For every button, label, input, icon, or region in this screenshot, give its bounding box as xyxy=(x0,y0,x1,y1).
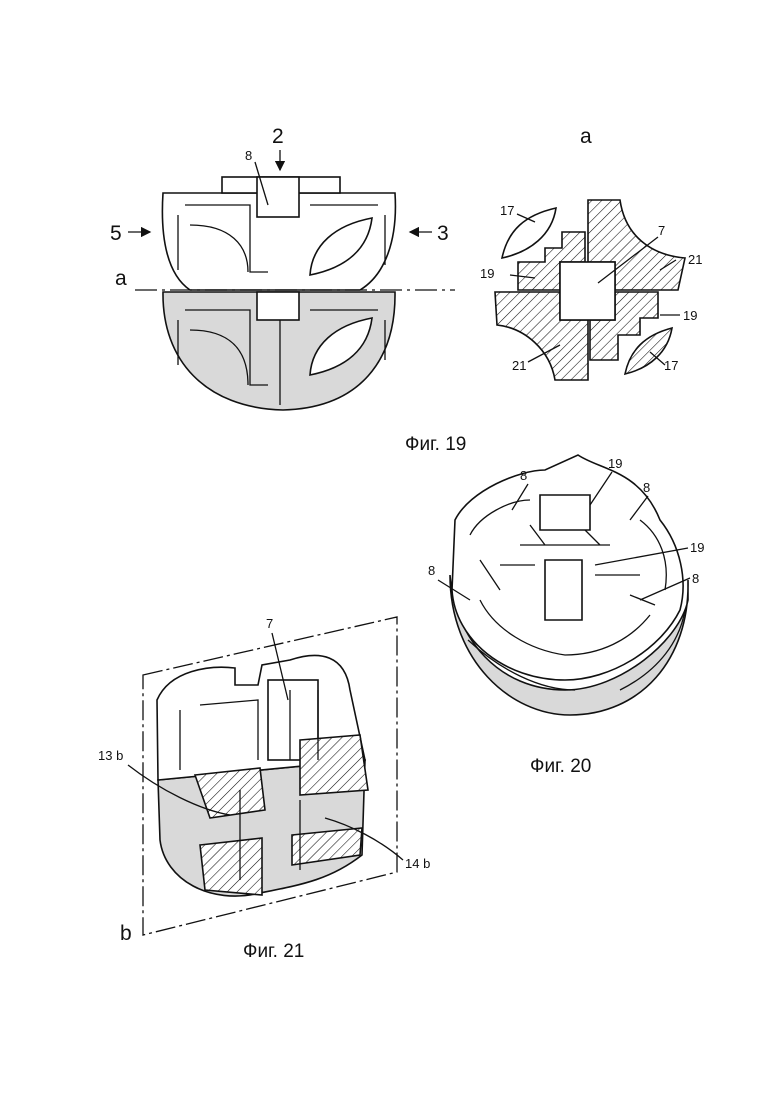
fig19-caption: Фиг. 19 xyxy=(405,434,466,455)
fig19-key-slot-top xyxy=(257,177,299,217)
fig19-side-view xyxy=(128,150,455,410)
fig20-ref-8-bottom-right: 8 xyxy=(692,571,699,586)
section-a-top-label: a xyxy=(580,125,592,148)
ref-21-right: 21 xyxy=(688,252,702,267)
section-center-key xyxy=(560,262,615,320)
fig21-hatch-section-1 xyxy=(300,735,368,795)
ref-2: 2 xyxy=(272,125,284,148)
fig20-top-block xyxy=(540,495,590,530)
ref-7-section: 7 xyxy=(658,223,665,238)
fig20-ref-8-top: 8 xyxy=(520,468,527,483)
ref-17-bottom: 17 xyxy=(664,358,678,373)
ref-19-right: 19 xyxy=(683,308,697,323)
fig21-ref-14b: 14 b xyxy=(405,856,430,871)
fig20-ref-8-left: 8 xyxy=(428,563,435,578)
fig21-hatch-section-4 xyxy=(200,838,262,895)
fig21-ref-13b: 13 b xyxy=(98,748,123,763)
ref-17-top: 17 xyxy=(500,203,514,218)
fig21-ref-7: 7 xyxy=(266,616,273,631)
fig20-ref-8-right: 8 xyxy=(643,480,650,495)
ref-5: 5 xyxy=(110,222,122,245)
fig20-isometric-view xyxy=(450,455,688,715)
fig20-ref-19-top: 19 xyxy=(608,456,622,471)
ref-21-bottom: 21 xyxy=(512,358,526,373)
fig19-key-slot-bottom xyxy=(257,292,299,320)
ref-3: 3 xyxy=(437,222,449,245)
ref-8: 8 xyxy=(245,148,252,163)
fig21-caption: Фиг. 21 xyxy=(243,941,304,962)
section-a-left-label: a xyxy=(115,267,127,290)
fig20-caption: Фиг. 20 xyxy=(530,756,591,777)
ref-19-left: 19 xyxy=(480,266,494,281)
fig21-isometric-cut xyxy=(143,617,397,935)
fig20-ref-19-right: 19 xyxy=(690,540,704,555)
fig21-section-b-label: b xyxy=(120,922,132,945)
fig20-center-post xyxy=(545,560,582,620)
fig19-section-a xyxy=(495,200,685,380)
